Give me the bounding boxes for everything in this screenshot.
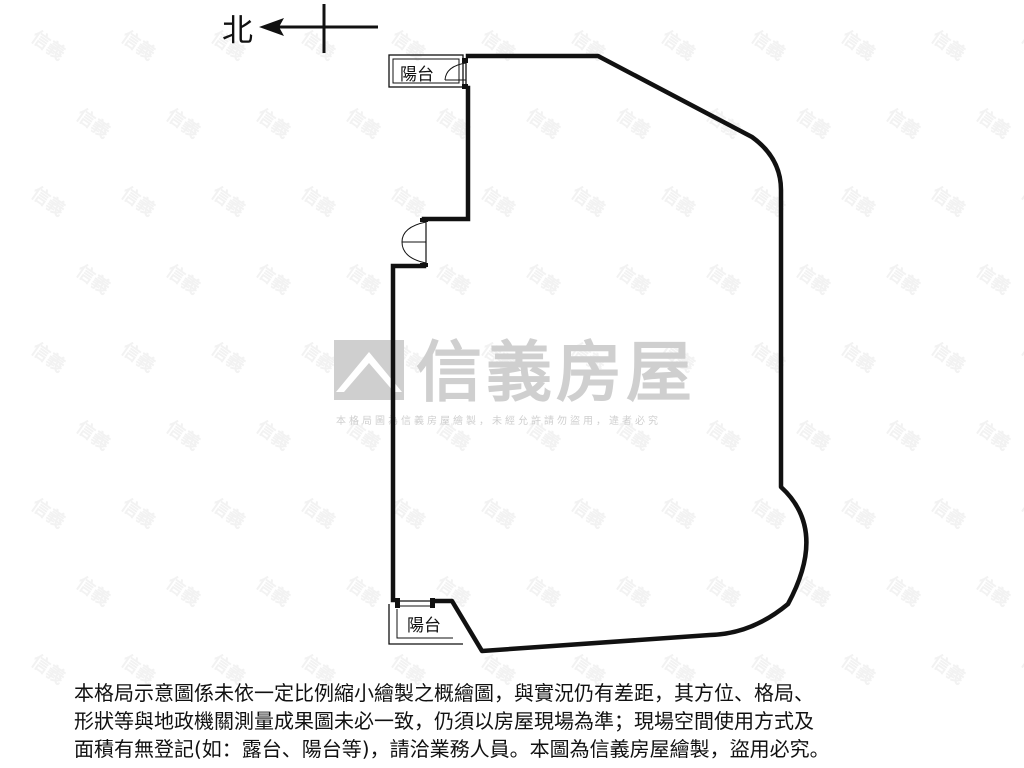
watermark-tile: 信義: [207, 494, 249, 533]
watermark-tile: 信義: [27, 338, 69, 377]
watermark-tile: 信義: [477, 182, 519, 221]
interior-wall-upper: [421, 85, 471, 222]
watermark-tile: 信義: [972, 104, 1014, 143]
balcony-bottom-label: 陽台: [407, 616, 441, 636]
watermark-tile: 信義: [657, 26, 699, 65]
watermark-tile: 信義: [522, 572, 564, 611]
watermark-tile: 信義: [387, 182, 429, 221]
north-indicator: 北: [222, 4, 378, 53]
watermark-tile: 信義: [342, 104, 384, 143]
exterior-wall: [431, 53, 809, 654]
north-arrow-icon: [259, 4, 378, 53]
watermark-tile: 信義: [432, 260, 474, 299]
watermark-tile: 信義: [297, 338, 339, 377]
watermark-tile: 信義: [162, 572, 204, 611]
watermark-tile: 信義: [972, 416, 1014, 455]
watermark-tile: 信義: [252, 572, 294, 611]
watermark-tile: 信義: [117, 494, 159, 533]
watermark-tile: 信義: [882, 104, 924, 143]
watermark-tile: 信義: [162, 416, 204, 455]
watermark-tile: 信義: [927, 338, 969, 377]
watermark-tile: 信義: [72, 572, 114, 611]
watermark-brand-text: 信義房屋: [416, 334, 696, 411]
watermark-tile: 信義: [702, 416, 744, 455]
watermark-tile: 信義: [657, 182, 699, 221]
watermark-tile: 信義: [342, 260, 384, 299]
watermark-tile: 信義: [207, 338, 249, 377]
watermark-tile: 信義: [252, 104, 294, 143]
brand-watermark: 信義房屋 本格局圖為信義房屋繪製，未經允許請勿盜用，違者必究: [334, 334, 696, 427]
watermark-tile: 信義: [747, 26, 789, 65]
watermark-tile: 信義: [72, 104, 114, 143]
watermark-tile: 信義: [702, 572, 744, 611]
watermark-tile: 信義: [297, 182, 339, 221]
watermark-tile: 信義: [252, 260, 294, 299]
watermark-tile: 信義: [297, 494, 339, 533]
watermark-tile: 信義: [882, 416, 924, 455]
watermark-tile: 信義: [612, 104, 654, 143]
balcony-bottom: 陽台: [388, 604, 463, 645]
balcony-top-door-icon[interactable]: [444, 58, 468, 89]
watermark-tile: 信義: [612, 572, 654, 611]
watermark-tile: 信義: [972, 572, 1014, 611]
watermark-tile: 信義: [117, 182, 159, 221]
watermark-tile: 信義: [522, 104, 564, 143]
watermark-tile: 信義: [522, 260, 564, 299]
disclaimer-line-2: 形狀等與地政機關測量成果圖未必一致，仍須以房屋現場為準；現場空間使用方式及: [74, 709, 814, 733]
watermark-tile: 信義: [702, 260, 744, 299]
watermark-tile: 信義: [1017, 26, 1024, 65]
watermark-tile: 信義: [972, 260, 1014, 299]
watermark-tile: 信義: [72, 416, 114, 455]
watermark-tile: 信義: [747, 494, 789, 533]
watermark-tile: 信義: [27, 182, 69, 221]
disclaimer-line-3: 面積有無登記(如：露台、陽台等)，請洽業務人員。本圖為信義房屋繪製，盜用必究。: [74, 737, 830, 761]
interior-wall-left: [390, 263, 427, 603]
watermark-tile: 信義: [612, 260, 654, 299]
watermark-tile: 信義: [657, 494, 699, 533]
balcony-top: 陽台: [388, 54, 464, 88]
balcony-top-label: 陽台: [400, 65, 434, 85]
watermark-tile: 信義: [27, 494, 69, 533]
watermark-tile: 信義: [297, 26, 339, 65]
watermark-tile: 信義: [882, 260, 924, 299]
watermark-tile: 信義: [117, 338, 159, 377]
watermark-tile: 信義: [1017, 182, 1024, 221]
watermark-tile: 信義: [72, 260, 114, 299]
watermark-tile: 信義: [477, 26, 519, 65]
watermark-tile: 信義: [927, 182, 969, 221]
watermark-notice-text: 本格局圖為信義房屋繪製，未經允許請勿盜用，違者必究: [336, 414, 661, 427]
watermark-tile: 信義: [792, 416, 834, 455]
disclaimer-text: 本格局示意圖係未依一定比例縮小繪製之概繪圖，與實況仍有差距，其方位、格局、 形狀…: [74, 679, 974, 763]
watermark-tile: 信義: [27, 650, 69, 689]
watermark-tile: 信義: [252, 416, 294, 455]
watermark-tile: 信義: [567, 182, 609, 221]
watermark-tile: 信義: [927, 26, 969, 65]
watermark-tile: 信義: [342, 572, 384, 611]
watermark-tile: 信義: [1017, 494, 1024, 533]
watermark-tile: 信義: [837, 494, 879, 533]
watermark-tile: 信義: [567, 494, 609, 533]
watermark-tile: 信義: [837, 338, 879, 377]
disclaimer-line-1: 本格局示意圖係未依一定比例縮小繪製之概繪圖，與實況仍有差距，其方位、格局、: [74, 681, 814, 705]
north-label: 北: [222, 13, 253, 49]
watermark-tile: 信義: [792, 104, 834, 143]
watermark-tile: 信義: [117, 26, 159, 65]
watermark-tile: 信義: [1017, 338, 1024, 377]
watermark-tile: 信義: [927, 494, 969, 533]
watermark-tile: 信義: [882, 572, 924, 611]
watermark-tile: 信義: [162, 104, 204, 143]
entrance-door-icon[interactable]: [401, 218, 428, 267]
watermark-tile: 信義: [27, 26, 69, 65]
watermark-tile: 信義: [477, 494, 519, 533]
watermark-tile: 信義: [837, 26, 879, 65]
watermark-tile: 信義: [1017, 650, 1024, 689]
watermark-tile: 信義: [162, 260, 204, 299]
balcony-bottom-window-icon: [395, 598, 435, 608]
watermark-tile: 信義: [837, 182, 879, 221]
watermark-tile: 信義: [792, 260, 834, 299]
watermark-tile: 信義: [207, 182, 249, 221]
